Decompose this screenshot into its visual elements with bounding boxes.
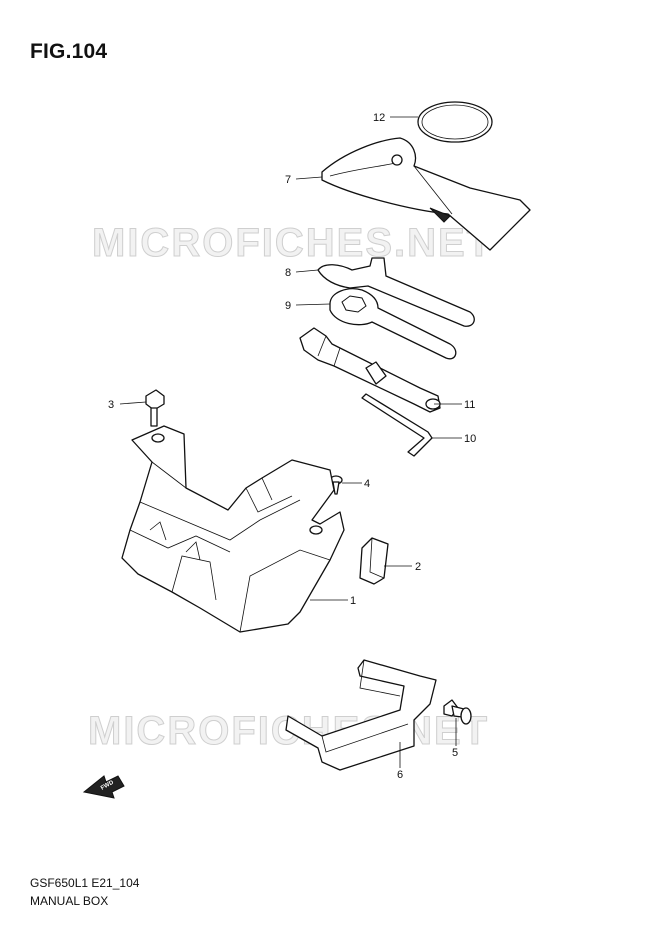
leader-lines bbox=[119, 116, 462, 768]
hex-key-part bbox=[361, 393, 433, 457]
callout-3: 3 bbox=[108, 399, 114, 411]
callout-2: 2 bbox=[415, 561, 421, 573]
callout-12: 12 bbox=[373, 112, 385, 124]
open-wrench-part bbox=[317, 257, 475, 327]
callout-4: 4 bbox=[364, 478, 370, 490]
callout-labels: 12 7 8 9 11 10 3 4 2 1 6 5 bbox=[108, 112, 476, 781]
footer-section-name: MANUAL BOX bbox=[30, 894, 109, 908]
callout-5: 5 bbox=[452, 747, 458, 759]
cushion-part bbox=[359, 537, 389, 585]
manual-box-part bbox=[121, 425, 345, 633]
callout-10: 10 bbox=[464, 433, 476, 445]
callout-7: 7 bbox=[285, 174, 291, 186]
figure-title: FIG.104 bbox=[30, 40, 108, 63]
fwd-arrow-icon: FWD bbox=[82, 775, 125, 799]
callout-8: 8 bbox=[285, 267, 291, 279]
footer-model-code: GSF650L1 E21_104 bbox=[30, 876, 140, 890]
callout-9: 9 bbox=[285, 300, 291, 312]
ring-wrench-part bbox=[329, 288, 457, 360]
bracket-part bbox=[285, 659, 437, 771]
watermark-top: MICROFICHES.NET bbox=[92, 221, 493, 265]
callout-1: 1 bbox=[350, 595, 356, 607]
callout-6: 6 bbox=[397, 769, 403, 781]
tool-bag-part bbox=[321, 137, 531, 251]
bolt-5-part bbox=[443, 699, 472, 725]
screw-4-part bbox=[329, 475, 343, 495]
o-ring-part bbox=[417, 101, 493, 143]
callout-11: 11 bbox=[464, 399, 475, 411]
bolt-3-part bbox=[145, 389, 165, 427]
spark-plug-socket-part bbox=[299, 327, 441, 413]
